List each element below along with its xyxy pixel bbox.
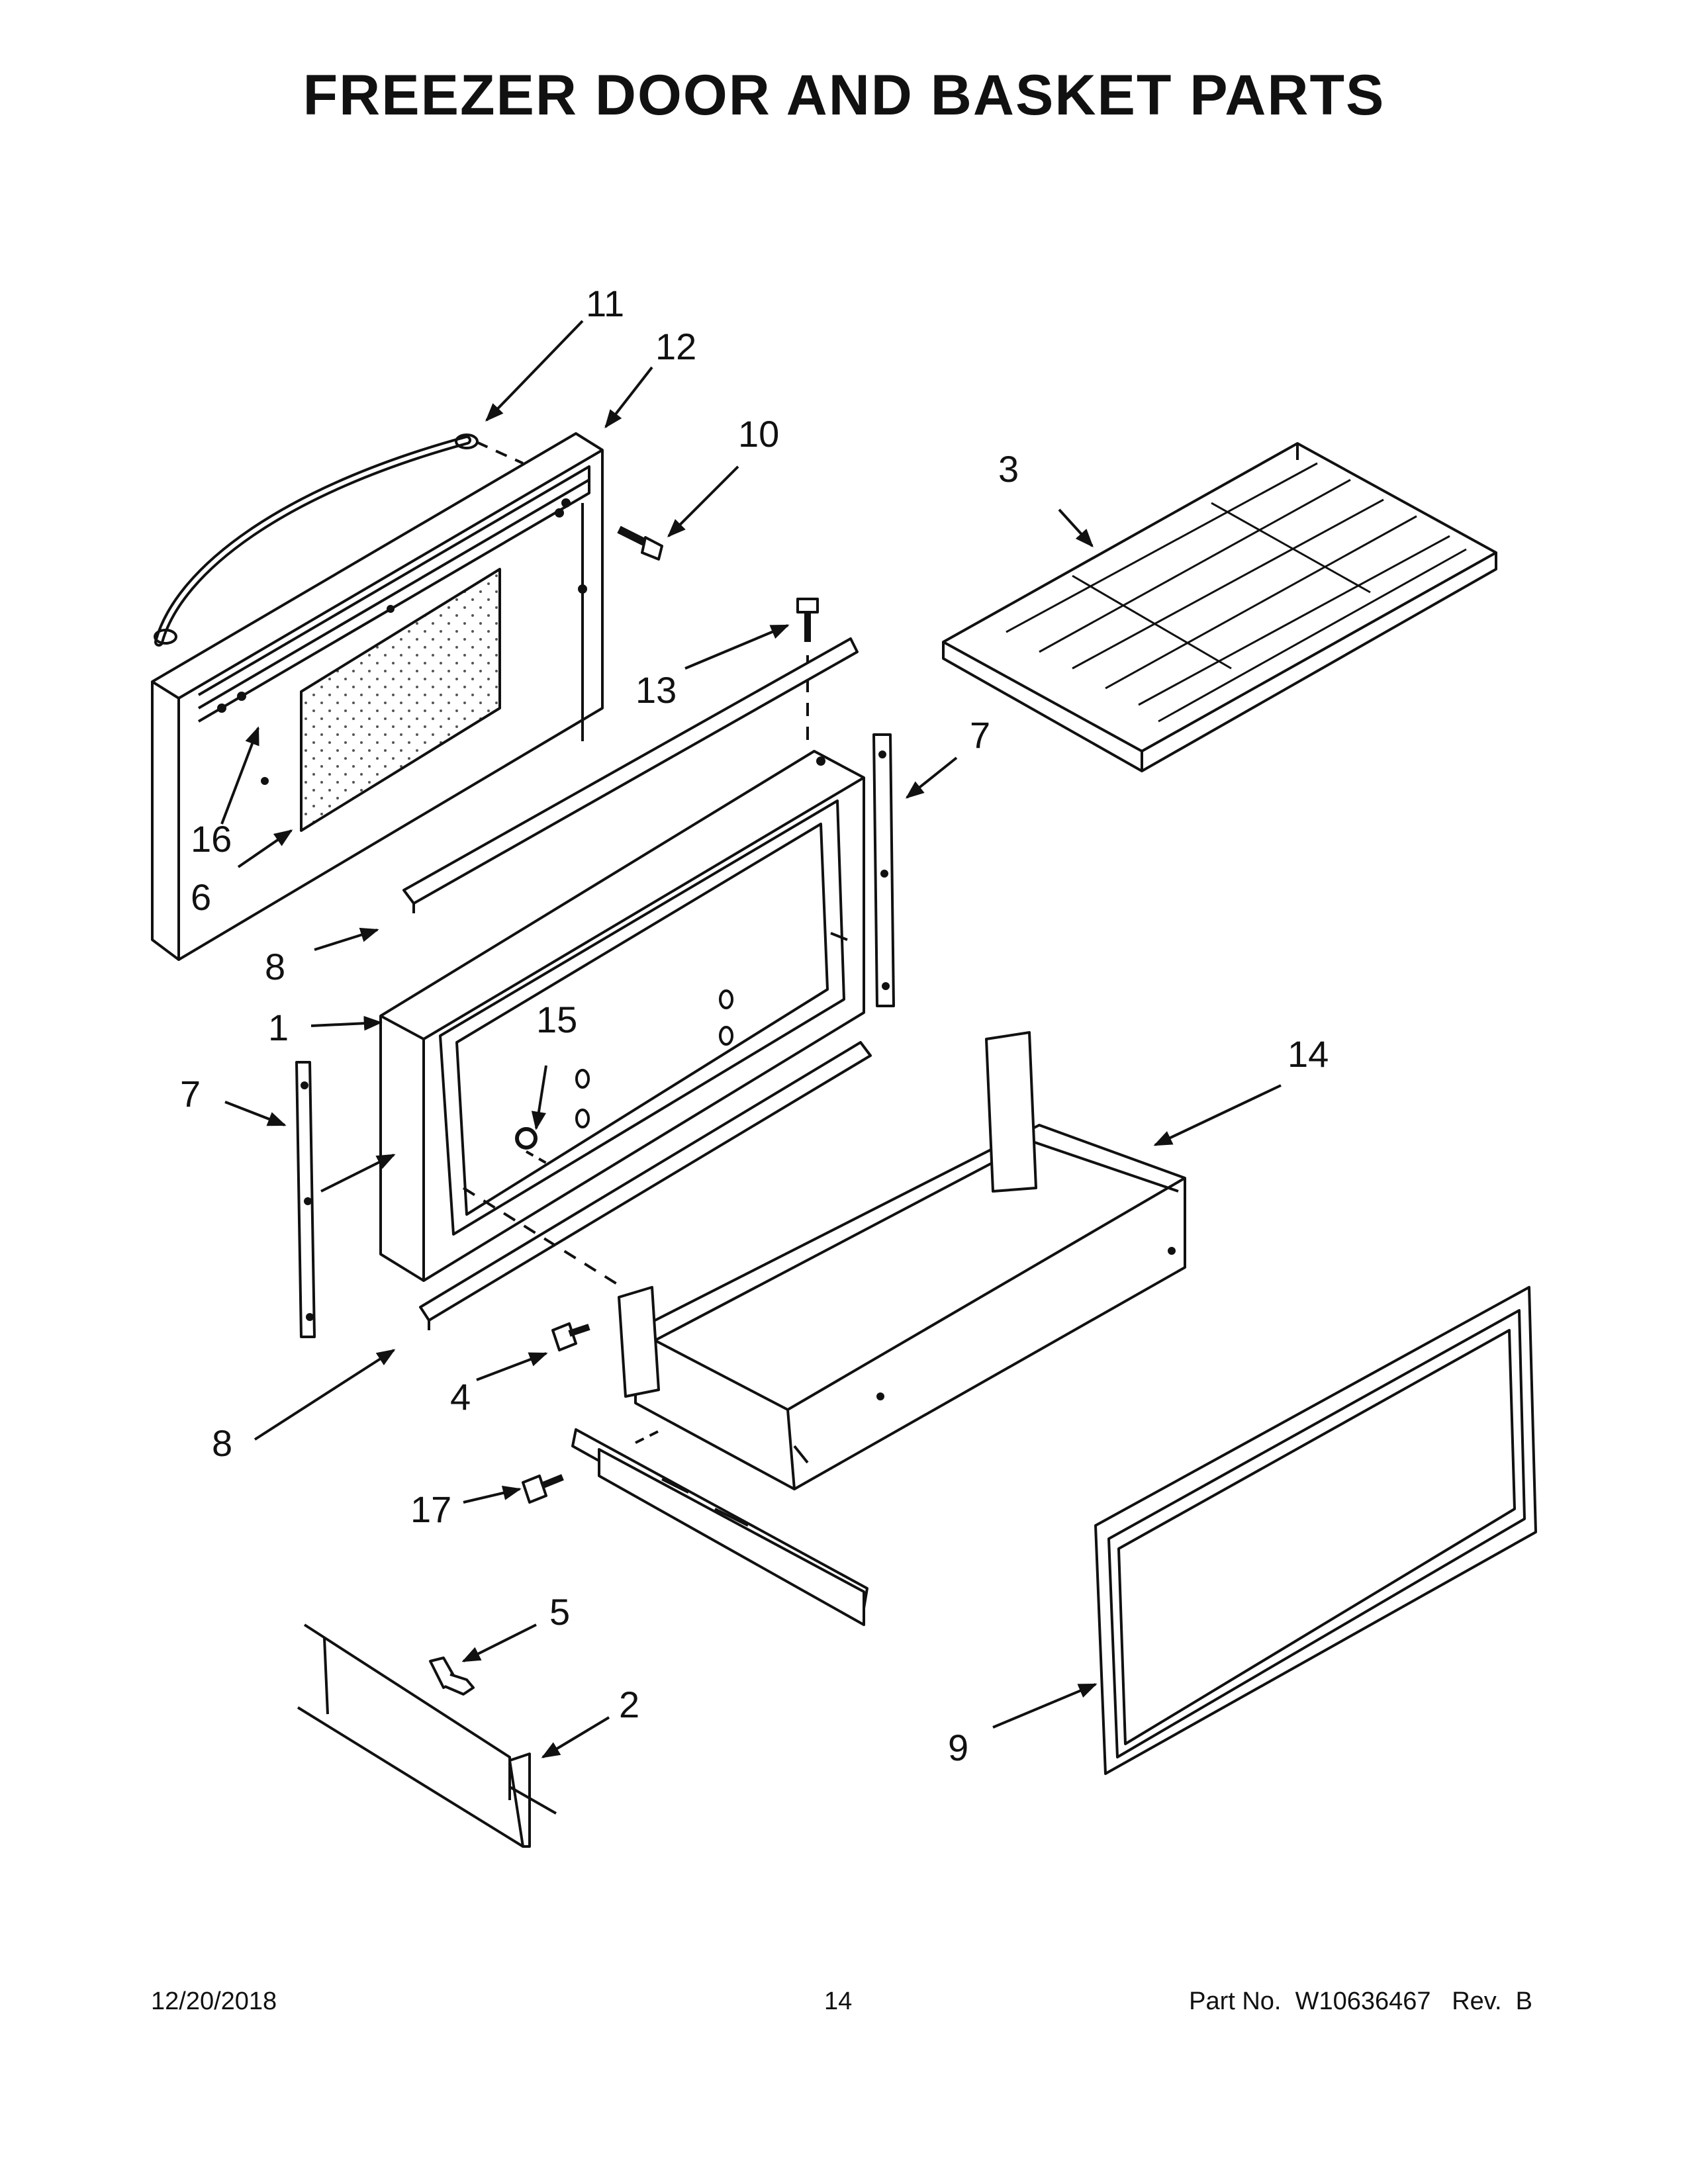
callout-8-bottom: 8	[212, 1422, 232, 1464]
callout-8-top: 8	[265, 946, 285, 987]
callout-13: 13	[635, 669, 677, 711]
callout-1: 1	[268, 1007, 289, 1048]
nut-15	[515, 1127, 550, 1166]
callout-leaders	[220, 320, 1282, 1758]
footer-date: 12/20/2018	[151, 1987, 277, 2015]
side-strip-left	[295, 1061, 316, 1338]
screw-13	[796, 598, 819, 748]
door-gasket	[1094, 1286, 1537, 1775]
screw-10	[617, 525, 663, 561]
callout-4: 4	[450, 1376, 471, 1418]
callout-17: 17	[410, 1488, 451, 1530]
callout-5: 5	[549, 1591, 570, 1633]
side-strip-right	[872, 733, 895, 1007]
callout-labels: 11 12 10 3 13 7 16 6 8 1 15 14 7 4 8 17 …	[180, 283, 1329, 1768]
inner-door-liner	[379, 750, 865, 1282]
callout-6: 6	[191, 876, 211, 918]
insulation-panel	[300, 568, 501, 832]
callout-3: 3	[998, 448, 1019, 490]
callout-10: 10	[738, 413, 779, 455]
callout-2: 2	[619, 1684, 639, 1725]
callout-12: 12	[655, 326, 696, 367]
basket-divider-grid	[942, 442, 1497, 772]
callout-16: 16	[191, 818, 232, 860]
callout-9: 9	[948, 1727, 968, 1768]
callout-11: 11	[586, 283, 624, 324]
callout-15: 15	[536, 999, 577, 1040]
callout-7-right: 7	[970, 714, 990, 756]
screw-17	[522, 1474, 564, 1504]
callout-7-left: 7	[180, 1073, 201, 1115]
footer-part-number: Part No. W10636467 Rev. B	[1189, 1987, 1532, 2015]
freezer-basket	[462, 1031, 1186, 1490]
bottom-panel	[297, 1623, 557, 1848]
screw-4	[551, 1322, 590, 1351]
callout-14: 14	[1288, 1033, 1329, 1075]
trim-strip-bottom	[419, 1041, 872, 1330]
trim-strip-top	[402, 637, 859, 913]
page-title: FREEZER DOOR AND BASKET PARTS	[303, 64, 1385, 127]
footer-page-number: 14	[824, 1987, 853, 2015]
door-handle	[154, 433, 524, 647]
screw-5	[429, 1657, 475, 1696]
drawer-slide	[571, 1428, 868, 1626]
